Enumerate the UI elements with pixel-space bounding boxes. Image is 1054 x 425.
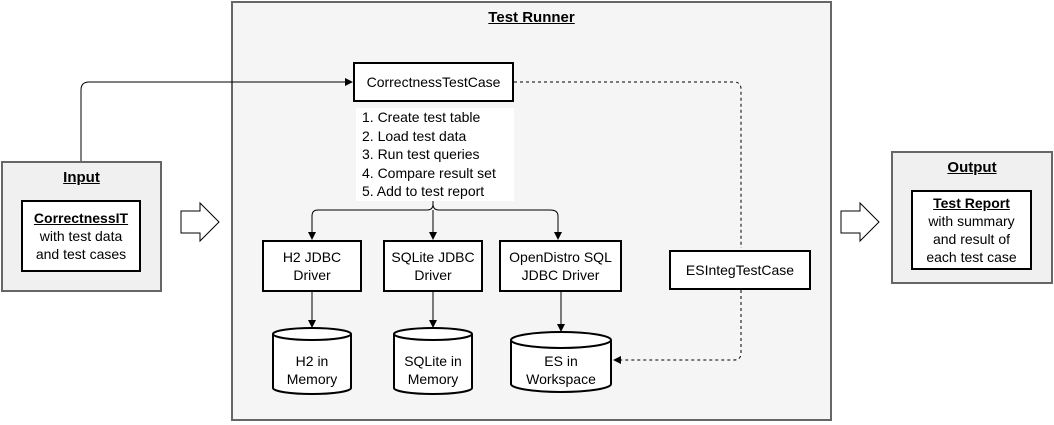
driver-label-line: H2 JDBC bbox=[282, 249, 342, 265]
es-workspace-db-label: ES in Workspace bbox=[511, 352, 611, 388]
input-line-1: with test data bbox=[39, 228, 123, 244]
driver-label-line: SQLite JDBC bbox=[391, 249, 475, 265]
step-item: 5. Add to test report bbox=[362, 183, 485, 199]
steps-to-drivers-brace bbox=[311, 196, 559, 238]
correctness-it-box: CorrectnessIT with test data and test ca… bbox=[21, 200, 141, 272]
test-report-title: Test Report bbox=[933, 195, 1010, 211]
db-label-line: ES in bbox=[544, 353, 578, 369]
esinteg-to-es-db-dashed-edge bbox=[613, 290, 742, 364]
testcase-to-esinteg-dashed-edge bbox=[514, 81, 742, 248]
h2-memory-db-label: H2 in Memory bbox=[273, 352, 351, 388]
step-item: 4. Compare result set bbox=[362, 164, 496, 181]
runner-to-output-arrow bbox=[840, 201, 880, 243]
opendistro-jdbc-driver-box: OpenDistro SQL JDBC Driver bbox=[499, 240, 622, 292]
driver-label-line: Driver bbox=[293, 267, 331, 283]
sqlite-memory-db-shape bbox=[393, 327, 473, 395]
es-integ-test-case-box: ESIntegTestCase bbox=[669, 250, 811, 290]
sqlite-memory-db-label: SQLite in Memory bbox=[390, 352, 476, 388]
h2-jdbc-driver-box: H2 JDBC Driver bbox=[262, 240, 362, 292]
sqlite-jdbc-driver-box: SQLite JDBC Driver bbox=[383, 240, 483, 292]
output-line-1: with summary bbox=[928, 213, 1015, 229]
input-title: Input bbox=[63, 169, 100, 186]
input-to-testcase-edge bbox=[80, 78, 353, 161]
output-line-3: each test case bbox=[926, 249, 1017, 265]
es-integ-test-case-label: ESIntegTestCase bbox=[685, 262, 795, 278]
driver-label-line: Driver bbox=[414, 267, 452, 283]
driver-label-line: OpenDistro SQL bbox=[509, 249, 612, 265]
input-line-2: and test cases bbox=[35, 246, 127, 262]
input-to-runner-arrow bbox=[180, 201, 220, 243]
db-label-line: Memory bbox=[407, 371, 459, 387]
step-item: 2. Load test data bbox=[362, 127, 467, 144]
db-label-line: H2 in bbox=[295, 353, 329, 369]
db-label-line: SQLite in bbox=[404, 353, 462, 369]
step-item: 1. Create test table bbox=[362, 109, 481, 125]
correctness-test-case-box: CorrectnessTestCase bbox=[353, 62, 514, 102]
test-report-box: Test Report with summary and result of e… bbox=[911, 190, 1032, 270]
output-line-2: and result of bbox=[932, 231, 1011, 247]
step-item: 3. Run test queries bbox=[362, 146, 480, 162]
output-title: Output bbox=[947, 159, 997, 176]
driver-label-line: JDBC Driver bbox=[521, 267, 600, 283]
db-label-line: Memory bbox=[286, 371, 338, 387]
es-workspace-db-shape bbox=[510, 331, 612, 393]
test-runner-title: Test Runner bbox=[488, 9, 575, 26]
correctness-test-case-label: CorrectnessTestCase bbox=[366, 74, 501, 90]
correctness-it-title: CorrectnessIT bbox=[33, 210, 129, 226]
db-label-line: Workspace bbox=[526, 371, 596, 387]
h2-memory-db-shape bbox=[272, 327, 352, 395]
test-steps-list: 1. Create test table 2. Load test data 3… bbox=[356, 108, 514, 201]
